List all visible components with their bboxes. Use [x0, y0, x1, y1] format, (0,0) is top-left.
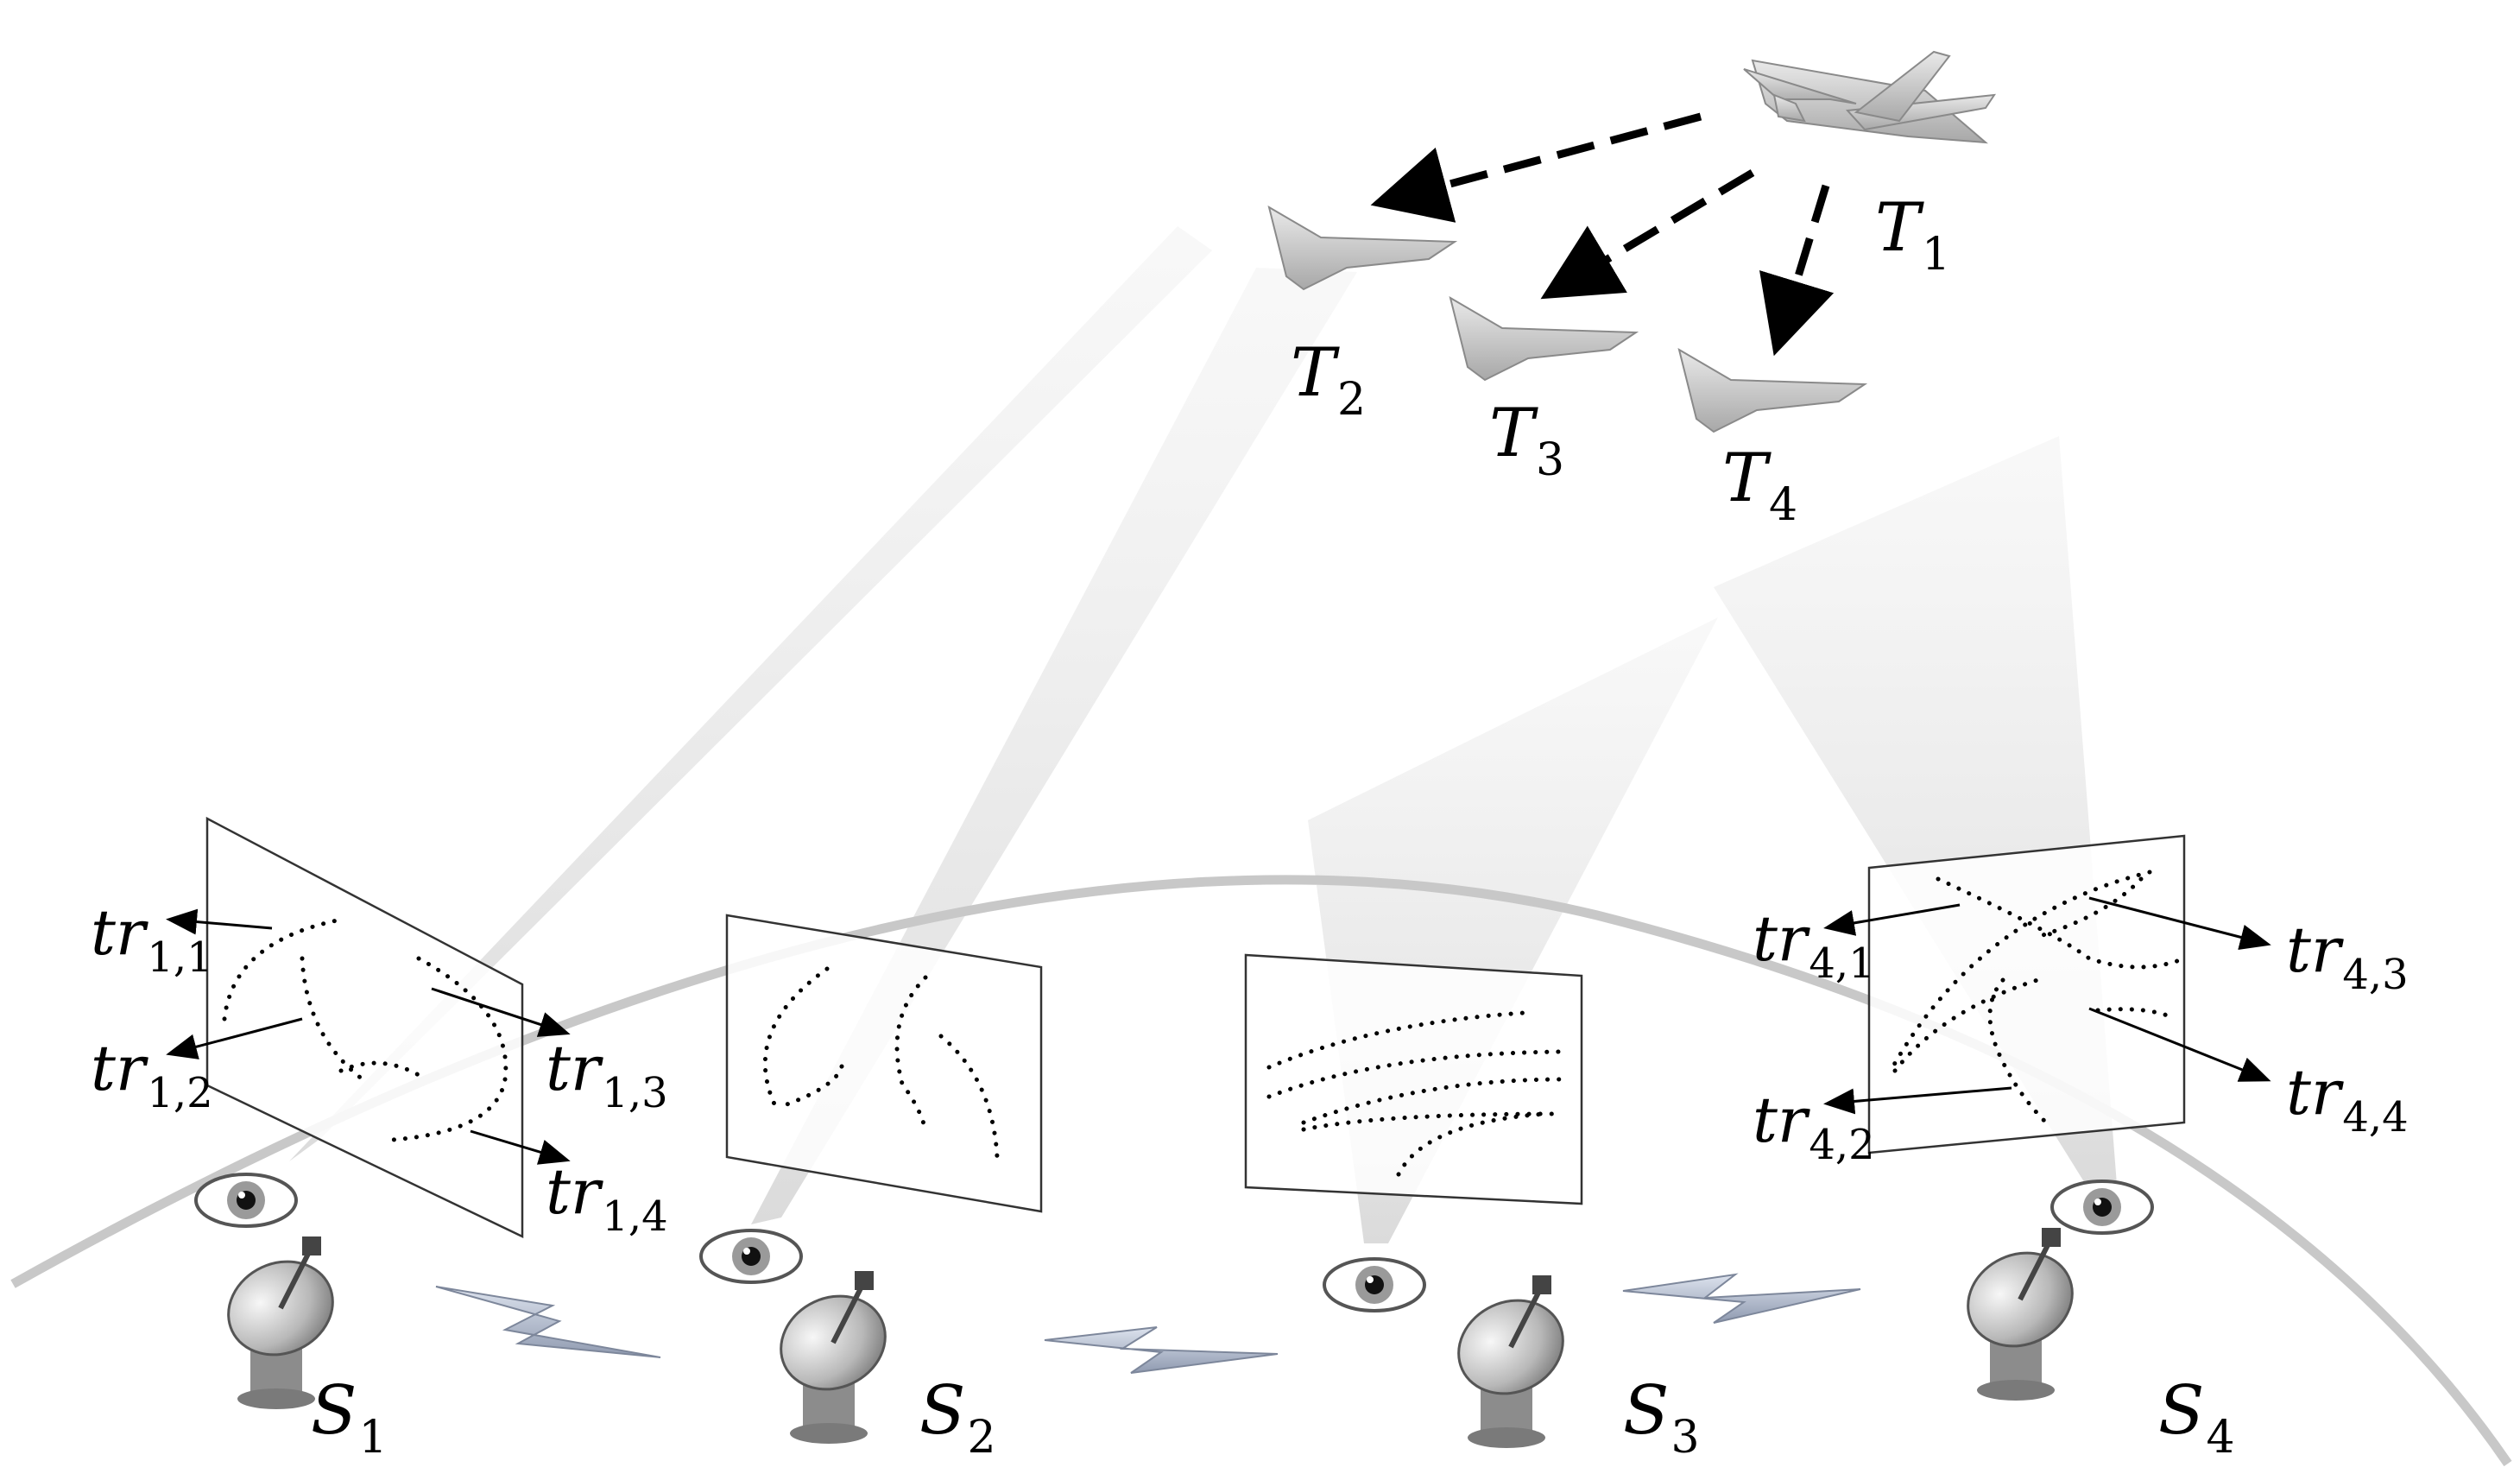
radar-dish-icon-s3: [1457, 1275, 1564, 1448]
beam-s1: [289, 226, 1212, 1161]
aircraft-t1-icon: [1743, 50, 1997, 144]
display-panel-s4: [1867, 834, 2187, 1154]
label-tr-1-1: tr1,1: [91, 896, 213, 982]
arrow-tr-1-4: [470, 1129, 571, 1165]
aircraft-t3-icon: [1449, 295, 1639, 382]
link-bolt-s3-s4: [1622, 1273, 1861, 1324]
display-panel-s3: [1244, 953, 1583, 1205]
eye-icon-s3: [1323, 1257, 1426, 1312]
arrow-t1-to-t3: [1540, 169, 1755, 300]
radar-dish-icon-s2: [780, 1271, 887, 1444]
label-tr-4-2: tr4,2: [1753, 1084, 1875, 1169]
arrow-tr-4-4: [2088, 1007, 2271, 1082]
arrow-tr-4-3: [2088, 896, 2271, 951]
label-t1: T1: [1875, 189, 1950, 281]
radar-dish-icon-s4: [1967, 1228, 2074, 1401]
label-s3: S3: [1623, 1372, 1700, 1464]
link-bolt-s2-s3: [1044, 1326, 1279, 1374]
arrow-t1-to-t2: [1370, 112, 1702, 223]
display-panel-s1: [205, 816, 524, 1238]
arrow-t1-to-t4: [1759, 184, 1835, 357]
eye-icon-s1: [194, 1173, 298, 1228]
label-tr-4-3: tr4,3: [2286, 914, 2409, 999]
command-arrows: [1370, 112, 1835, 357]
label-t4: T4: [1722, 440, 1797, 531]
eye-icon-s2: [699, 1229, 803, 1284]
display-panel-s2: [725, 914, 1043, 1213]
arrow-tr-1-1: [166, 908, 273, 935]
track-labels: tr1,1 tr1,2 tr1,3 tr1,4 tr4,1 tr4,2 tr4,…: [91, 896, 2409, 1241]
arrow-tr-4-2: [1823, 1086, 2012, 1115]
earth-horizon-arc: [10, 875, 2512, 1467]
arrow-tr-4-1: [1823, 903, 1961, 936]
radar-dish-icon-s1: [227, 1236, 334, 1409]
label-t2: T2: [1291, 334, 1366, 426]
label-tr-4-4: tr4,4: [2286, 1056, 2409, 1142]
label-tr-1-2: tr1,2: [91, 1032, 213, 1117]
link-bolt-s1-s2: [435, 1286, 661, 1358]
label-s4: S4: [2158, 1372, 2235, 1464]
label-t3: T3: [1489, 395, 1564, 486]
eye-icon-s4: [2050, 1180, 2154, 1235]
label-s1: S1: [311, 1372, 388, 1464]
sensor-labels: S1 S2 S3 S4: [311, 1372, 2235, 1464]
label-s2: S2: [919, 1372, 996, 1464]
arrow-tr-1-2: [166, 1017, 303, 1059]
label-tr-1-3: tr1,3: [546, 1032, 668, 1117]
target-labels: T1 T2 T3 T4: [1291, 189, 1950, 531]
aircraft-t2-icon: [1267, 205, 1458, 291]
aircraft-t4-icon: [1677, 347, 1868, 433]
label-tr-4-1: tr4,1: [1753, 902, 1875, 988]
arrow-tr-1-3: [431, 987, 571, 1037]
comm-link-bolts: [435, 1273, 1861, 1374]
track-arrows: [166, 896, 2271, 1165]
label-tr-1-4: tr1,4: [546, 1155, 668, 1241]
